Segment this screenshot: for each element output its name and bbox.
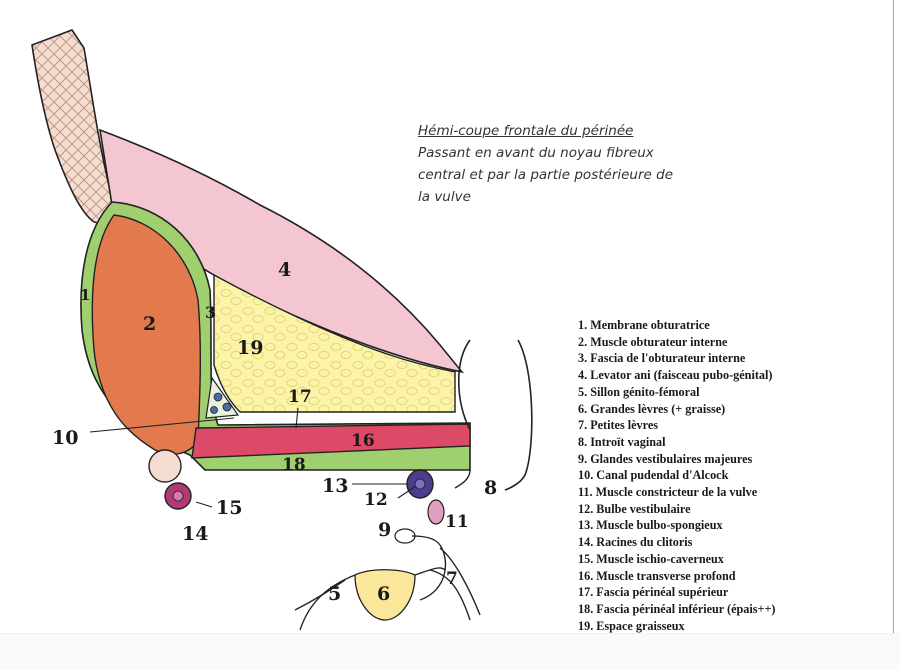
diagram-title-block: Hémi-coupe frontale du périnée Passant e… — [418, 120, 748, 208]
legend-list: 1. Membrane obturatrice 2. Muscle obtura… — [578, 317, 896, 634]
legend-item: 9. Glandes vestibulaires majeures — [578, 451, 753, 466]
ischium-bone — [31, 29, 114, 224]
fat-space — [213, 273, 456, 413]
leader-10 — [89, 417, 235, 433]
diagram-title: Hémi-coupe frontale du périnée — [418, 123, 634, 139]
constrictor-vulvae — [427, 499, 445, 525]
legend-item: 2. Muscle obturateur interne — [578, 334, 728, 349]
legend-item: 10. Canal pudendal d'Alcock — [578, 468, 729, 483]
transverse-profond — [191, 423, 471, 459]
label-17: 17 — [288, 387, 312, 407]
label-5: 5 — [328, 583, 341, 605]
legend-item: 18. Fascia périnéal inférieur (épais++) — [578, 601, 776, 616]
leader-15 — [195, 501, 213, 508]
legend-item: 8. Introït vaginal — [578, 434, 666, 449]
label-19: 19 — [237, 337, 263, 359]
label-8: 8 — [484, 477, 497, 499]
leader-17 — [295, 407, 299, 429]
page-border-line — [893, 0, 894, 670]
label-11: 11 — [445, 512, 469, 532]
label-16: 16 — [351, 431, 375, 451]
legend-item: 6. Grandes lèvres (+ graisse) — [578, 401, 726, 416]
label-15: 15 — [216, 497, 242, 519]
label-13: 13 — [322, 475, 348, 497]
ischiocavernosus — [172, 490, 184, 502]
alcock-vessel-2 — [222, 402, 232, 412]
label-9: 9 — [378, 519, 391, 541]
legend-item: 16. Muscle transverse profond — [578, 568, 736, 583]
bulbospongiosus — [414, 478, 426, 490]
legend-item: 19. Espace graisseux — [578, 618, 685, 633]
label-2: 2 — [143, 313, 156, 335]
subtitle-line-1: Passant en avant du noyau fibreux — [418, 145, 654, 161]
legend-item: 7. Petites lèvres — [578, 418, 658, 433]
labia-contour — [294, 544, 481, 621]
subtitle-line-2: central et par la partie postérieure de — [418, 167, 674, 183]
label-4: 4 — [278, 259, 291, 281]
legend-item: 3. Fascia de l'obturateur interne — [578, 351, 746, 366]
label-6: 6 — [377, 583, 390, 605]
legend-item: 11. Muscle constricteur de la vulve — [578, 485, 758, 500]
alcock-vessel-1 — [213, 392, 223, 402]
label-7: 7 — [446, 569, 458, 589]
label-3: 3 — [205, 303, 216, 322]
label-12: 12 — [364, 490, 388, 510]
obturator-internus — [91, 214, 202, 456]
label-18: 18 — [282, 455, 306, 475]
label-1: 1 — [80, 286, 90, 304]
legend-item: 13. Muscle bulbo-spongieux — [578, 518, 723, 533]
gland-duct — [411, 535, 441, 546]
legend-item: 15. Muscle ischio-caverneux — [578, 551, 724, 566]
bottom-band — [0, 633, 900, 670]
vaginal-wall-right — [504, 339, 533, 491]
legend-item: 14. Racines du clitoris — [578, 535, 693, 550]
legend-item: 5. Sillon génito-fémoral — [578, 384, 700, 399]
vaginal-wall-left — [457, 339, 471, 431]
label-14: 14 — [182, 523, 208, 545]
ischial-tuberosity — [148, 449, 182, 483]
label-10: 10 — [52, 427, 78, 449]
legend-item: 4. Levator ani (faisceau pubo-génital) — [578, 368, 773, 383]
introitus-curve — [454, 469, 471, 489]
legend-item: 17. Fascia périnéal supérieur — [578, 585, 729, 600]
legend-item: 1. Membrane obturatrice — [578, 318, 710, 332]
labia-majora — [354, 569, 416, 621]
legend-item: 12. Bulbe vestibulaire — [578, 501, 691, 516]
subtitle-line-3: la vulve — [418, 189, 471, 205]
alcock-vessel-3 — [210, 406, 218, 414]
labia-curve — [299, 567, 446, 631]
leader-12 — [397, 485, 417, 499]
